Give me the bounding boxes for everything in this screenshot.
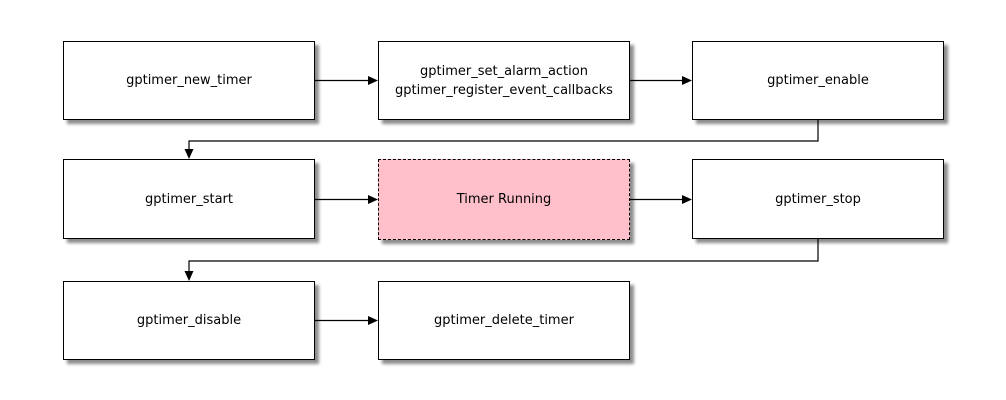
node-timer-running: Timer Running xyxy=(378,159,630,240)
node-label: gptimer_enable xyxy=(767,73,869,88)
edge-start-to-timer-running xyxy=(315,195,378,204)
node-gptimer-delete-timer: gptimer_delete_timer xyxy=(378,281,630,360)
node-label: gptimer_delete_timer xyxy=(434,313,574,328)
node-label: gptimer_stop xyxy=(775,191,861,207)
node-gptimer-start: gptimer_start xyxy=(63,159,315,239)
node-gptimer-disable: gptimer_disable xyxy=(63,281,315,360)
edge-timer-running-to-stop xyxy=(630,195,692,204)
edge-new-timer-to-set-alarm xyxy=(315,76,378,85)
edge-stop-to-disable xyxy=(184,239,819,281)
node-gptimer-stop: gptimer_stop xyxy=(692,159,944,239)
node-label: gptimer_disable xyxy=(136,313,242,328)
edge-disable-to-delete xyxy=(315,316,378,325)
node-label: gptimer_new_timer xyxy=(126,73,252,88)
node-label: Timer Running xyxy=(456,192,552,207)
node-gptimer-enable: gptimer_enable xyxy=(692,41,944,120)
node-label-line-1: gptimer_set_alarm_action xyxy=(420,63,588,79)
node-gptimer-set-alarm-action-register-event-callbacks: gptimer_set_alarm_action gptimer_registe… xyxy=(378,41,630,120)
node-label-line-2: gptimer_register_event_callbacks xyxy=(395,82,613,98)
edge-set-alarm-to-enable xyxy=(630,76,692,85)
node-gptimer-new-timer: gptimer_new_timer xyxy=(63,41,315,120)
edge-enable-to-start xyxy=(184,120,819,159)
node-label: gptimer_start xyxy=(145,191,233,207)
